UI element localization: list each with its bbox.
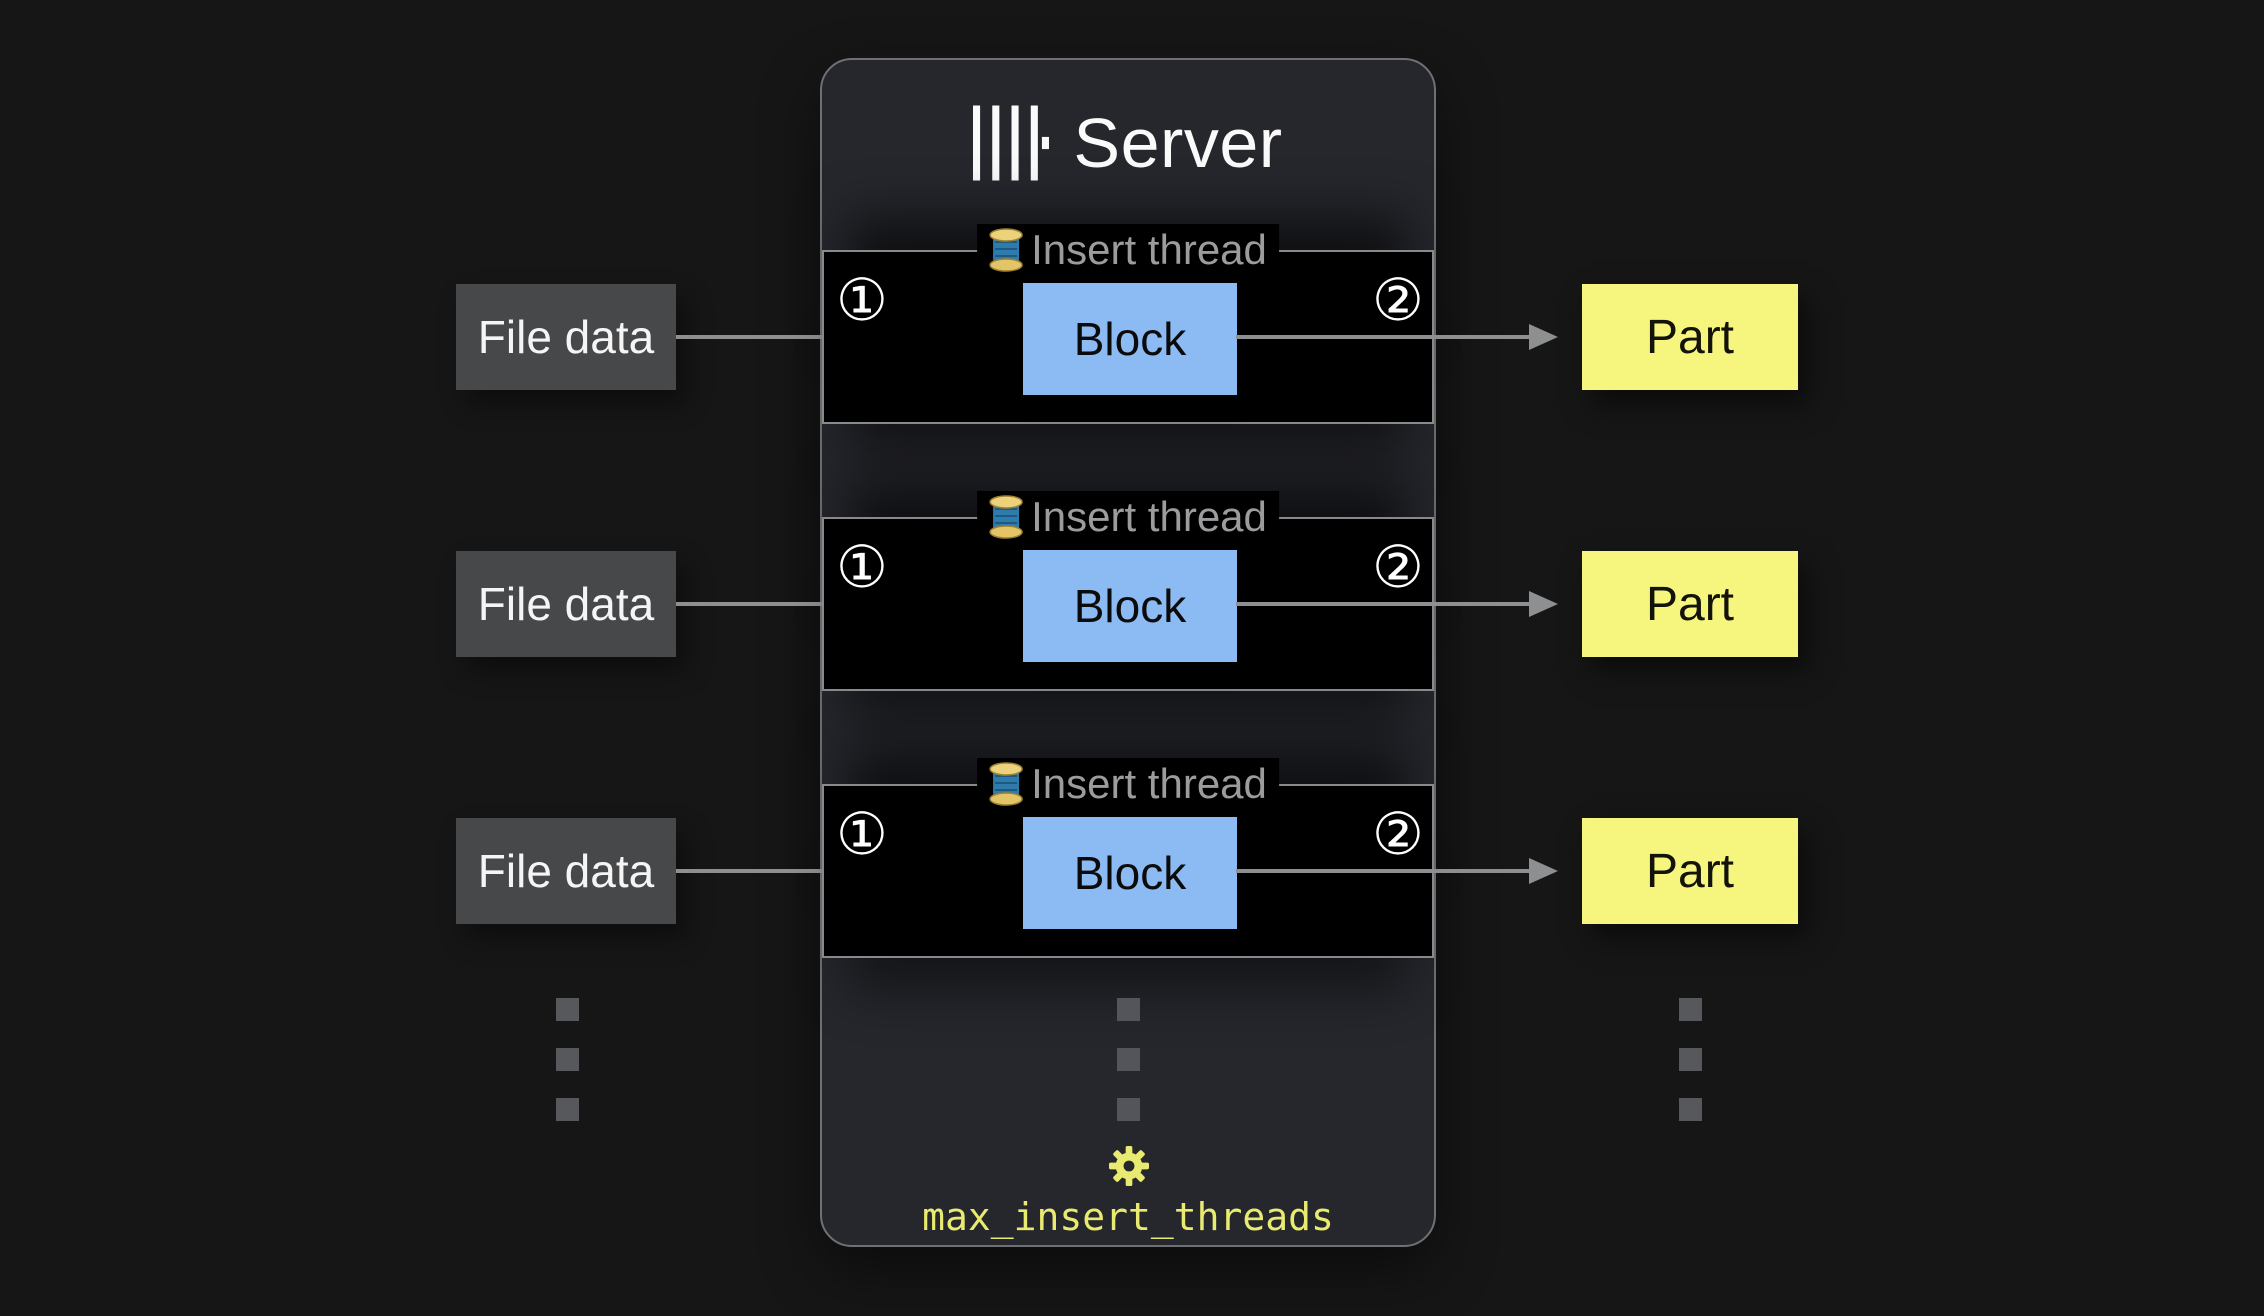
file-data-box: File data	[456, 551, 676, 657]
part-label: Part	[1645, 310, 1735, 364]
thread-spool-icon	[989, 228, 1023, 272]
thread-spool-icon	[989, 495, 1023, 539]
part-label: Part	[1645, 844, 1735, 898]
step-1-badge: ①	[836, 266, 888, 334]
insert-thread-row: File data Insert thread ① Block	[0, 491, 2264, 691]
step-2-badge: ②	[1372, 800, 1424, 868]
ellipsis-dot	[556, 1098, 579, 1121]
step-1-badge: ①	[836, 533, 888, 601]
insert-thread-label: Insert thread	[1031, 493, 1267, 540]
insert-thread-legend: Insert thread	[977, 224, 1279, 276]
block-box: Block	[1023, 817, 1237, 929]
insert-thread-label: Insert thread	[1031, 760, 1267, 807]
setting-label: max_insert_threads	[922, 1195, 1334, 1239]
file-data-label: File data	[477, 845, 655, 897]
ellipsis-dot	[1679, 1048, 1702, 1071]
arrow-block-to-part	[1236, 324, 1558, 350]
arrow-block-to-part	[1236, 858, 1558, 884]
more-file-data-dots	[556, 998, 579, 1121]
gear-icon	[1109, 1146, 1149, 1186]
block-box: Block	[1023, 283, 1237, 395]
part-label: Part	[1645, 577, 1735, 631]
thread-spool-icon	[989, 762, 1023, 806]
arrow-block-to-part	[1236, 591, 1558, 617]
step-1-badge: ①	[836, 800, 888, 868]
ellipsis-dot	[556, 998, 579, 1021]
server-title: Server	[822, 104, 1434, 182]
insert-thread-box: Insert thread ① Block ②	[822, 491, 1434, 691]
insert-thread-row: File data Insert thread ① Block	[0, 224, 2264, 424]
step-2-badge: ②	[1372, 266, 1424, 334]
part-box: Part	[1582, 818, 1798, 924]
step-2-badge: ②	[1372, 533, 1424, 601]
ellipsis-dot	[1117, 1098, 1140, 1121]
part-box: Part	[1582, 551, 1798, 657]
block-label: Block	[1073, 313, 1187, 365]
ellipsis-dot	[1117, 998, 1140, 1021]
insert-thread-row: File data Insert thread ① Block	[0, 758, 2264, 958]
insert-thread-legend: Insert thread	[977, 758, 1279, 810]
block-label: Block	[1073, 847, 1187, 899]
file-data-box: File data	[456, 818, 676, 924]
file-data-label: File data	[477, 578, 655, 630]
ellipsis-dot	[1679, 1098, 1702, 1121]
block-label: Block	[1073, 580, 1187, 632]
ellipsis-dot	[556, 1048, 579, 1071]
ellipsis-dot	[1679, 998, 1702, 1021]
server-title-label: Server	[1073, 104, 1283, 182]
block-box: Block	[1023, 550, 1237, 662]
part-box: Part	[1582, 284, 1798, 390]
insert-thread-box: Insert thread ① Block ②	[822, 758, 1434, 958]
more-parts-dots	[1679, 998, 1702, 1121]
file-data-box: File data	[456, 284, 676, 390]
insert-thread-legend: Insert thread	[977, 491, 1279, 543]
insert-thread-label: Insert thread	[1031, 226, 1267, 273]
file-data-label: File data	[477, 311, 655, 363]
more-insert-threads-dots	[1117, 998, 1140, 1121]
ellipsis-dot	[1117, 1048, 1140, 1071]
clickhouse-logo-icon	[973, 105, 1050, 181]
